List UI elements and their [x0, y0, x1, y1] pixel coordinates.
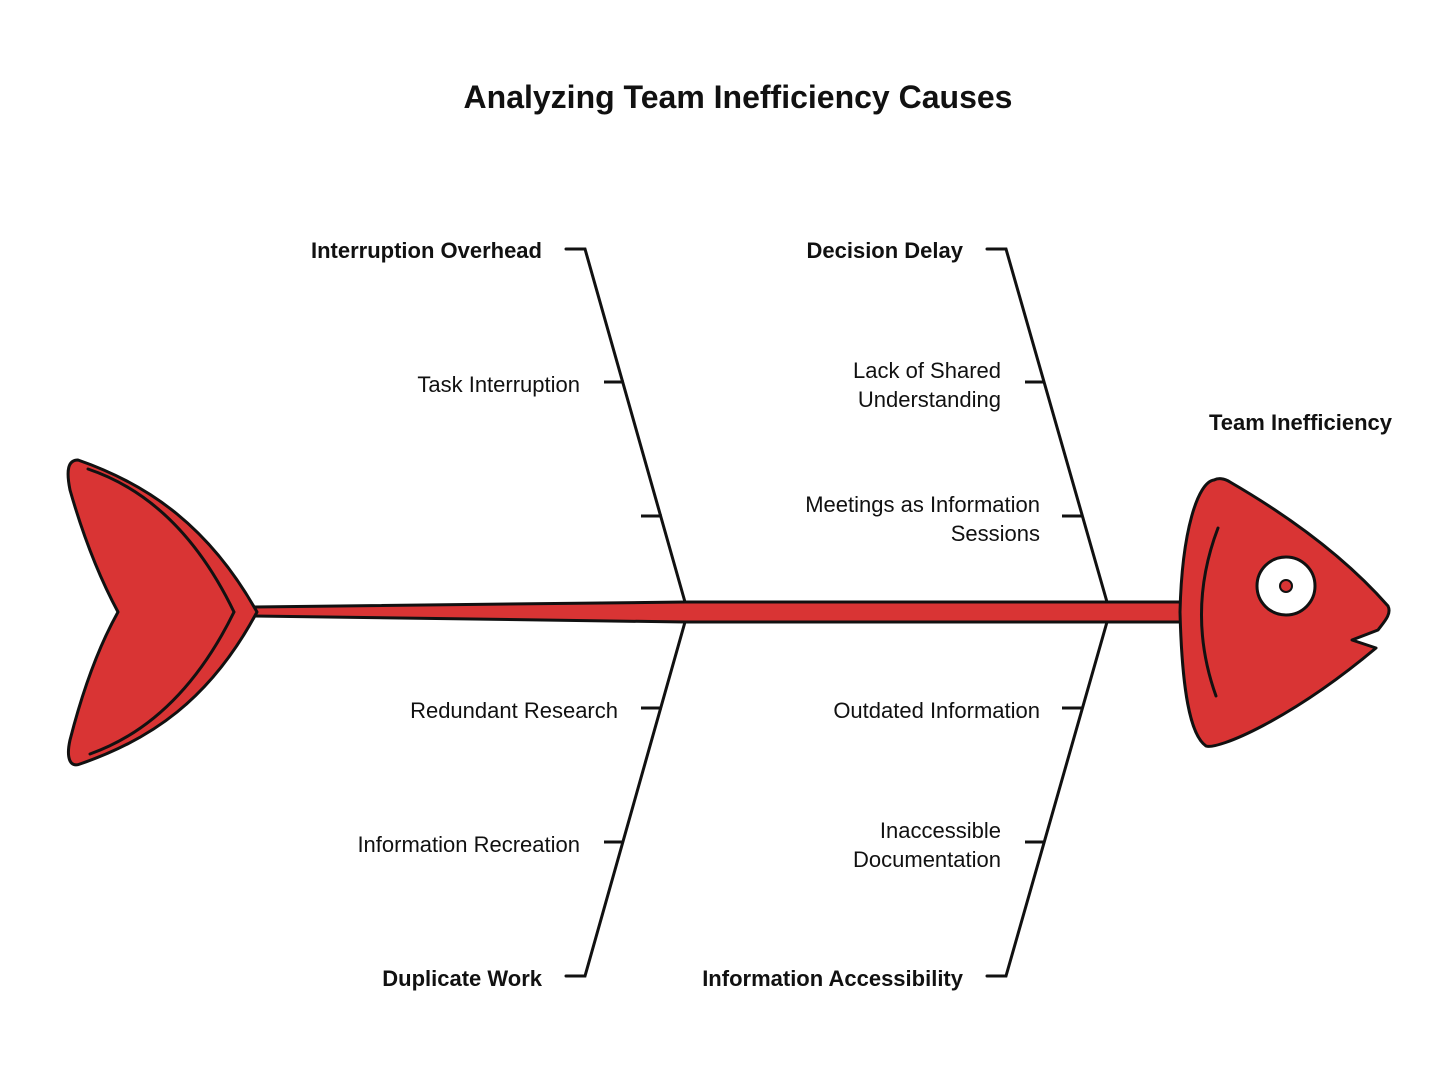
cause-label-task-interruption: Task Interruption [417, 372, 580, 397]
cause-label-outdated-information: Outdated Information [833, 698, 1040, 723]
fish-head-icon [1178, 477, 1391, 748]
category-label-decision-delay: Decision Delay [806, 238, 963, 263]
fish-tail-icon [66, 458, 259, 767]
bone-decision-delay [985, 247, 1109, 604]
cause-label-redundant-research: Redundant Research [410, 698, 618, 723]
category-label-information-accessibility: Information Accessibility [702, 966, 964, 991]
category-label-interruption-overhead: Interruption Overhead [311, 238, 542, 263]
fish-spine [250, 600, 1187, 624]
bone-information-accessibility [985, 620, 1109, 978]
cause-label-information-recreation: Information Recreation [357, 832, 580, 857]
bone-interruption-overhead [564, 247, 687, 604]
category-label-duplicate-work: Duplicate Work [382, 966, 543, 991]
effect-label: Team Inefficiency [1209, 410, 1393, 435]
bone-duplicate-work [564, 620, 687, 978]
diagram-title: Analyzing Team Inefficiency Causes [464, 79, 1013, 115]
